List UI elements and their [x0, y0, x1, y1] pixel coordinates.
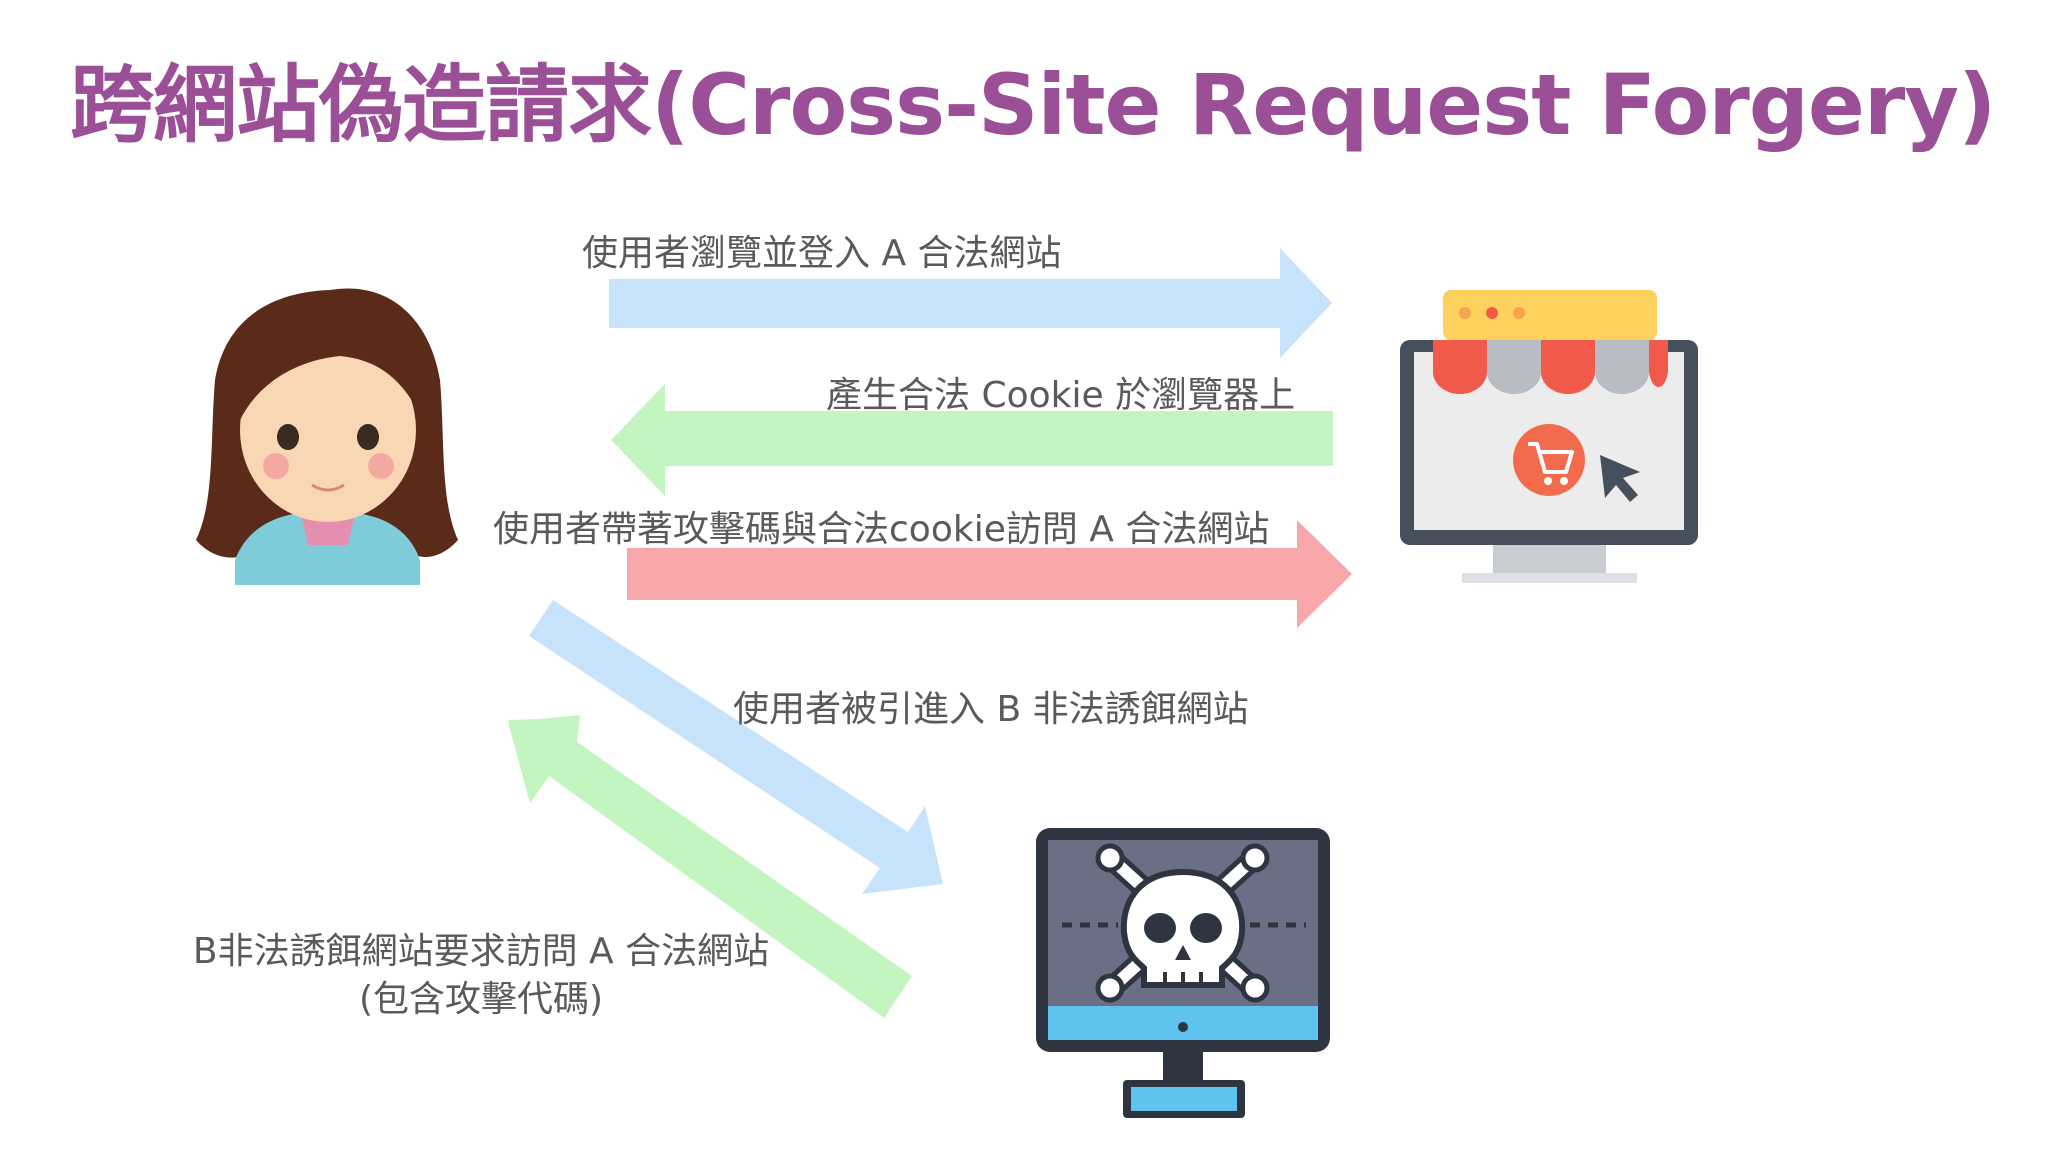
step-request-label: B非法誘餌網站要求訪問 A 合法網站 (包含攻擊代碼) — [176, 928, 786, 1024]
arrow-login — [609, 248, 1332, 358]
skull-monitor-icon — [1036, 828, 1330, 1118]
step-login-label: 使用者瀏覽並登入 A 合法網站 — [582, 233, 1062, 274]
step-attack-label: 使用者帶著攻擊碼與合法cookie訪問 A 合法網站 — [493, 509, 1270, 550]
arrow-cookie — [611, 384, 1333, 496]
step-request-line2: (包含攻擊代碼) — [358, 979, 604, 1020]
step-lured-label: 使用者被引進入 B 非法誘餌網站 — [733, 689, 1249, 730]
girl-avatar-icon — [196, 288, 458, 585]
arrow-lured — [529, 600, 943, 894]
page-title: 跨網站偽造請求(Cross-Site Request Forgery) — [70, 56, 1996, 154]
arrow-attack — [627, 520, 1352, 628]
step-request-line1: B非法誘餌網站要求訪問 A 合法網站 — [192, 931, 770, 972]
step-cookie-label: 產生合法 Cookie 於瀏覽器上 — [826, 375, 1296, 416]
shop-monitor-icon — [1400, 290, 1698, 583]
arrow-request-head — [508, 715, 912, 1018]
